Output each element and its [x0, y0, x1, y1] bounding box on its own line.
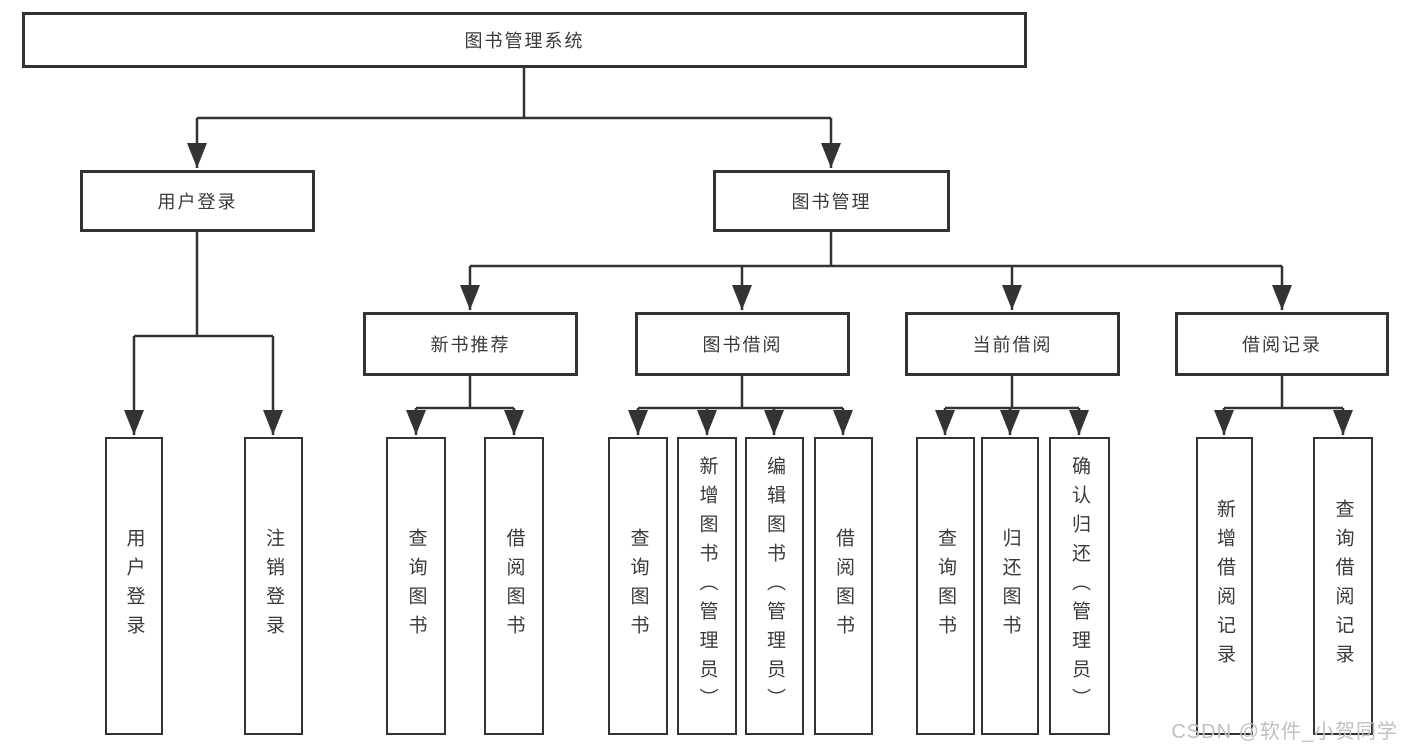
node-user-login: 用户登录 [80, 170, 315, 232]
node-book-management-label: 图书管理 [791, 192, 872, 212]
node-new-book-recommend-label: 新书推荐 [430, 335, 511, 355]
node-borrow-books-label: 借阅图书 [833, 528, 854, 644]
csdn-watermark: CSDN @软件_小贺同学 [1171, 721, 1398, 743]
node-borrow-records: 借阅记录 [1175, 312, 1389, 376]
node-user-login-label: 用户登录 [157, 192, 238, 212]
node-query-borrow-record: 查询借阅记录 [1313, 437, 1373, 735]
node-add-books-admin: 新增图书（管理员） [677, 437, 737, 735]
node-logout-label: 注销登录 [263, 528, 284, 644]
node-current-query-books: 查询图书 [916, 437, 975, 735]
node-new-book-recommend: 新书推荐 [363, 312, 578, 376]
node-edit-books-admin-label: 编辑图书（管理员） [764, 455, 785, 717]
node-recommend-query-books-label: 查询图书 [405, 528, 427, 644]
node-confirm-return-admin-label: 确认归还（管理员） [1069, 455, 1090, 717]
node-current-borrow-label: 当前借阅 [972, 335, 1053, 355]
node-library-system-label: 图书管理系统 [464, 31, 585, 51]
node-borrow-records-label: 借阅记录 [1242, 335, 1322, 355]
node-current-query-books-label: 查询图书 [935, 528, 956, 644]
node-add-books-admin-label: 新增图书（管理员） [696, 455, 718, 717]
node-user-login-action-label: 用户登录 [123, 528, 145, 644]
node-borrow-query-books: 查询图书 [608, 437, 668, 735]
node-recommend-query-books: 查询图书 [386, 437, 446, 735]
node-query-borrow-record-label: 查询借阅记录 [1332, 499, 1354, 673]
node-book-borrow-label: 图书借阅 [702, 335, 783, 355]
node-return-books: 归还图书 [981, 437, 1039, 735]
node-confirm-return-admin: 确认归还（管理员） [1049, 437, 1110, 735]
node-library-system: 图书管理系统 [22, 12, 1027, 68]
node-book-management: 图书管理 [713, 170, 950, 232]
node-current-borrow: 当前借阅 [905, 312, 1120, 376]
node-borrow-query-books-label: 查询图书 [627, 528, 649, 644]
node-add-borrow-record: 新增借阅记录 [1196, 437, 1253, 735]
node-book-borrow: 图书借阅 [635, 312, 850, 376]
node-recommend-borrow-books: 借阅图书 [484, 437, 544, 735]
node-recommend-borrow-books-label: 借阅图书 [503, 528, 525, 644]
node-return-books-label: 归还图书 [999, 528, 1021, 644]
node-user-login-action: 用户登录 [105, 437, 163, 735]
node-logout: 注销登录 [244, 437, 303, 735]
node-borrow-books: 借阅图书 [814, 437, 873, 735]
node-add-borrow-record-label: 新增借阅记录 [1214, 499, 1235, 673]
node-edit-books-admin: 编辑图书（管理员） [745, 437, 804, 735]
